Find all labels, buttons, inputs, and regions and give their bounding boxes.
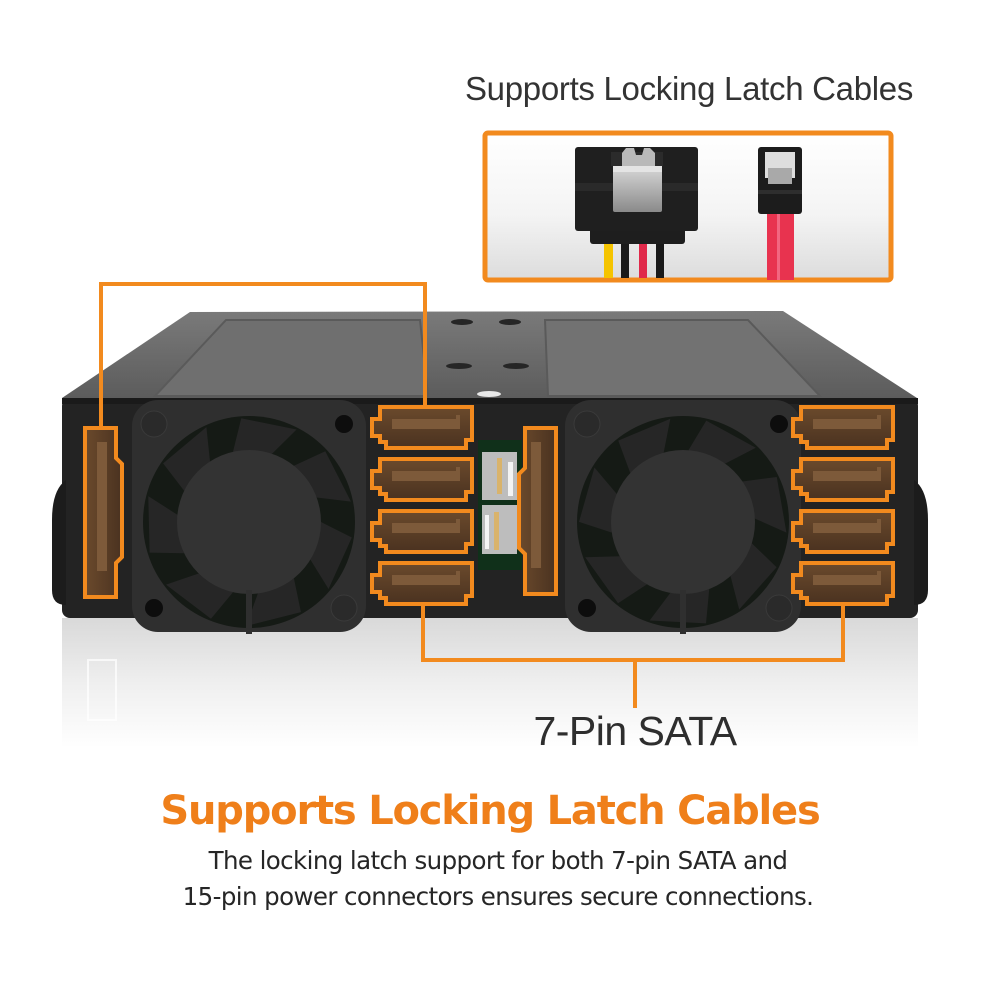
- floor-reflection: [62, 618, 918, 748]
- fan-blade: [246, 578, 301, 626]
- sata-port-right-1: [791, 405, 895, 450]
- sata-port-right-2: [791, 457, 895, 502]
- fan-header-bottom: [482, 505, 517, 554]
- right-side-latch: [914, 480, 928, 605]
- feature-headline: Supports Locking Latch Cables: [160, 788, 820, 834]
- sata-port-key: [392, 575, 460, 585]
- sata-port-key: [813, 419, 881, 429]
- left-side-latch: [52, 480, 66, 605]
- top-screws: [446, 319, 529, 397]
- sata-port-key: [813, 471, 881, 481]
- sata-port-key-tab: [877, 467, 881, 481]
- sata-port-key-tab: [456, 415, 460, 429]
- connector-highlights: [83, 405, 895, 606]
- fan-strut: [680, 590, 686, 634]
- fan-blade: [742, 476, 787, 533]
- power-port-left: [83, 426, 124, 599]
- fan-mounting-hole: [145, 599, 163, 617]
- sata-data-cable: [758, 147, 802, 280]
- sata-port-key-tab: [877, 415, 881, 429]
- chassis-top-panel-right: [543, 319, 823, 397]
- fan-mounting-hole: [765, 594, 793, 622]
- sata-port-key: [813, 575, 881, 585]
- leader-lines: [99, 282, 845, 708]
- sata-port-key-tab: [456, 519, 460, 533]
- fan-header-top: [482, 452, 517, 500]
- cooling-fans: [132, 400, 801, 634]
- fan-mounting-hole: [770, 415, 788, 433]
- sata-callout-label: 7-Pin SATA: [533, 708, 737, 754]
- sata-port-key-tab: [456, 571, 460, 585]
- fan-mounting-hole: [335, 415, 353, 433]
- sata-port-key: [392, 471, 460, 481]
- sata-port-key: [392, 523, 460, 533]
- fan-blade: [649, 589, 710, 624]
- sata-port-left-3: [370, 509, 474, 554]
- sata-port-right-4: [791, 561, 895, 606]
- fan-blade: [293, 451, 351, 502]
- callout-caption: Supports Locking Latch Cables: [464, 70, 914, 107]
- right-fan: [565, 400, 801, 634]
- fan-mounting-hole: [578, 599, 596, 617]
- sata-port-key-tab: [877, 571, 881, 585]
- sata-port-key: [392, 419, 460, 429]
- fan-mounting-hole: [140, 410, 168, 438]
- fan-hub: [177, 450, 321, 594]
- fan-blade: [579, 467, 617, 533]
- power-port-center: [517, 426, 558, 596]
- power-cable-connector: [575, 147, 698, 278]
- feature-body-line-2: 15-pin power connectors ensures secure c…: [182, 882, 814, 911]
- fan-blade: [585, 556, 647, 604]
- power-port-key: [97, 442, 107, 571]
- sata-port-left-1: [370, 405, 474, 450]
- sata-port-key-tab: [877, 519, 881, 533]
- fan-blade: [310, 522, 352, 589]
- power-connector-leader-line: [99, 282, 427, 428]
- latch-cable-callout: [482, 130, 894, 283]
- sata-port-key: [813, 523, 881, 533]
- fan-strut: [246, 590, 252, 634]
- fan-blade: [688, 420, 756, 464]
- fan-mounting-hole: [330, 594, 358, 622]
- power-port-key: [531, 442, 541, 568]
- fan-blade: [618, 418, 671, 473]
- fan-hub: [611, 450, 755, 594]
- fan-blade: [163, 427, 211, 491]
- sata-port-left-2: [370, 457, 474, 502]
- feature-body-line-1: The locking latch support for both 7-pin…: [208, 846, 788, 875]
- fan-mounting-hole: [573, 410, 601, 438]
- sata-port-right-3: [791, 509, 895, 554]
- sata-port-left-4: [370, 561, 474, 606]
- fan-blade: [232, 418, 297, 454]
- chassis-top-panel-left: [152, 319, 430, 397]
- sata-port-key-tab: [456, 467, 460, 481]
- left-fan: [132, 400, 366, 634]
- fan-blade: [148, 496, 185, 554]
